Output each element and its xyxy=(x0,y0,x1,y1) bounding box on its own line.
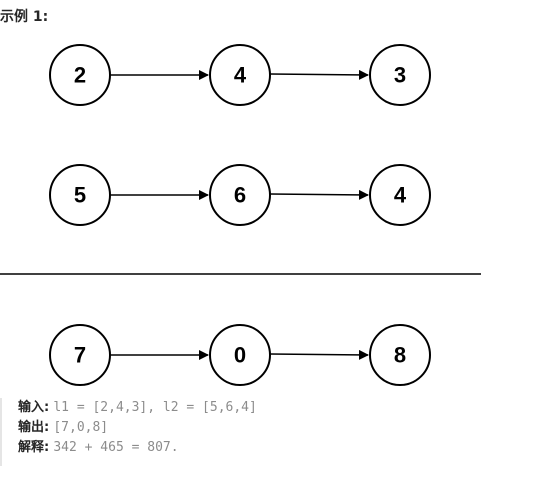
node-label: 4 xyxy=(234,63,247,88)
node-l1-2: 3 xyxy=(369,44,431,106)
node-result-1: 0 xyxy=(209,324,271,386)
node-result-0: 7 xyxy=(49,324,111,386)
node-l2-1: 6 xyxy=(209,164,271,226)
linked-list-diagram: 2 4 3 5 6 4 7 xyxy=(0,44,481,386)
node-result-2: 8 xyxy=(369,324,431,386)
explanation-label: 解释: xyxy=(18,440,50,455)
node-l1-1: 4 xyxy=(209,44,271,106)
node-label: 8 xyxy=(394,343,406,368)
input-label: 输入: xyxy=(18,400,50,415)
node-l1-0: 2 xyxy=(49,44,111,106)
output-row: 输出: [7,0,8] xyxy=(18,418,320,438)
output-label: 输出: xyxy=(18,420,50,435)
list-l1: 2 4 3 xyxy=(49,44,431,106)
arrow-result-2 xyxy=(269,349,369,360)
example-io-block: 输入: l1 = [2,4,3], l2 = [5,6,4] 输出: [7,0,… xyxy=(0,398,320,466)
list-l2: 5 6 4 xyxy=(49,164,431,226)
node-label: 4 xyxy=(394,183,407,208)
input-row: 输入: l1 = [2,4,3], l2 = [5,6,4] xyxy=(18,398,320,418)
list-result: 7 0 8 xyxy=(49,324,431,386)
arrow-l2-2 xyxy=(269,189,369,200)
node-label: 6 xyxy=(234,183,246,208)
explanation-row: 解释: 342 + 465 = 807. xyxy=(18,438,320,458)
node-label: 5 xyxy=(74,183,86,208)
example-title: 示例 1: xyxy=(0,9,49,25)
node-l2-2: 4 xyxy=(369,164,431,226)
node-label: 0 xyxy=(234,343,246,368)
node-l2-0: 5 xyxy=(49,164,111,226)
input-value: l1 = [2,4,3], l2 = [5,6,4] xyxy=(53,400,257,415)
node-label: 2 xyxy=(74,63,86,88)
node-label: 7 xyxy=(74,343,86,368)
node-label: 3 xyxy=(394,63,406,88)
output-value: [7,0,8] xyxy=(53,420,109,435)
arrow-l1-2 xyxy=(269,69,369,80)
explanation-value: 342 + 465 = 807. xyxy=(53,440,179,455)
